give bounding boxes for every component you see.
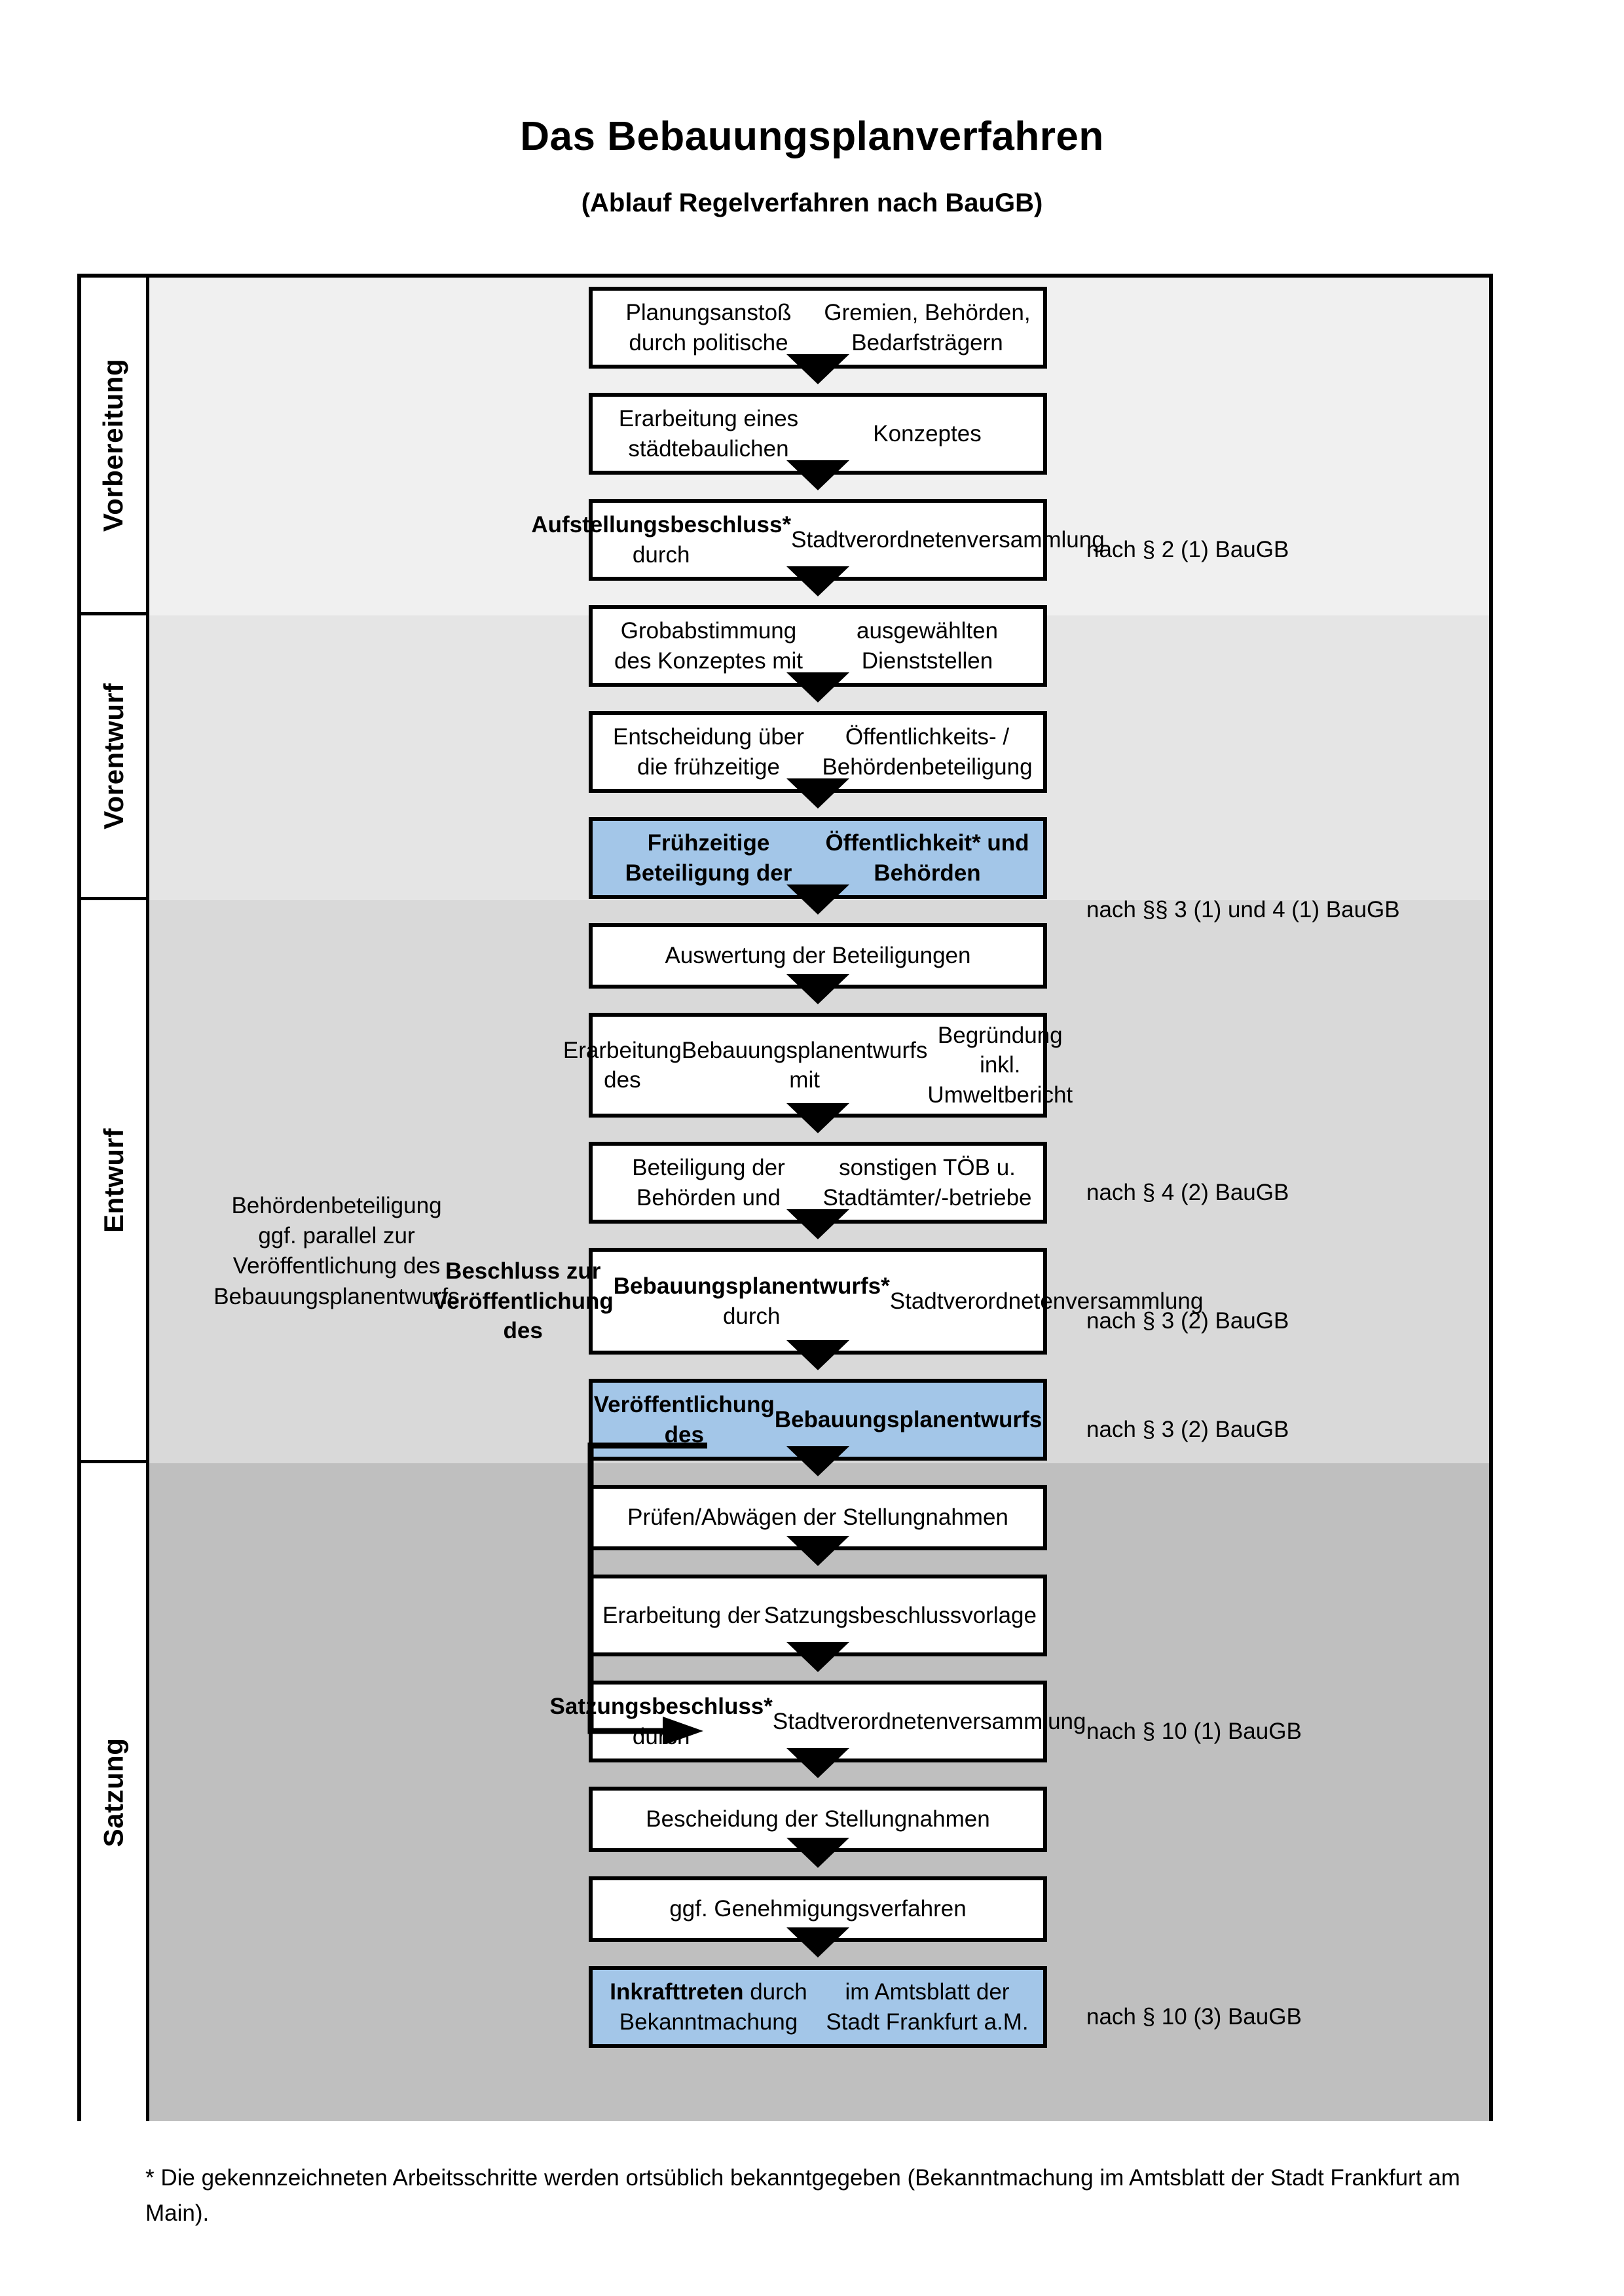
flow-arrow-down	[786, 1838, 849, 1868]
side-note-line: ggf. parallel zur	[258, 1223, 415, 1249]
process-box-line: Erarbeitung eines städtebaulichen	[618, 406, 799, 462]
side-note-line: Bebauungsplanentwurfs	[213, 1283, 460, 1309]
process-box-line: Bebauungsplanentwurfs mit	[681, 1037, 928, 1093]
process-box-line: Stadtverordnetenversammlung	[772, 1708, 1086, 1734]
page-subtitle: (Ablauf Regelverfahren nach BauGB)	[581, 189, 1043, 217]
process-box-line: Auswertung der Beteiligungen	[665, 943, 971, 969]
legal-reference: nach § 3 (2) BauGB	[1086, 1308, 1289, 1334]
flow-arrow-down	[786, 354, 849, 384]
phase-label-text: Satzung	[98, 1738, 129, 1847]
process-box-line: Erarbeitung der	[602, 1602, 761, 1628]
process-box-line: im Amtsblatt der Stadt Frankfurt a.M.	[826, 1979, 1029, 2035]
process-box-line: Begründung inkl. Umweltbericht	[927, 1022, 1073, 1108]
flow-arrow-down	[786, 1209, 849, 1239]
page-title: Das Bebauungsplanverfahren	[520, 114, 1104, 159]
process-box-line: Bescheidung der Stellungnahmen	[646, 1806, 990, 1832]
title-block: Das Bebauungsplanverfahren (Ablauf Regel…	[0, 0, 1624, 217]
side-note-line: Behördenbeteiligung	[231, 1193, 442, 1218]
process-box-line: Öffentlichkeit* und Behörden	[825, 830, 1029, 886]
phase-label-text: Vorbereitung	[98, 358, 129, 532]
process-box-line: Frühzeitige Beteiligung der	[625, 830, 792, 886]
process-box-line: Beteiligung der Behörden und	[632, 1155, 785, 1211]
process-box-line: Veröffentlichung des	[593, 1392, 775, 1448]
legal-reference: nach § 10 (3) BauGB	[1086, 2004, 1302, 2030]
legal-reference: nach § 10 (1) BauGB	[1086, 1719, 1302, 1744]
flow-arrow-down	[786, 1340, 849, 1370]
legal-reference: nach §§ 3 (1) und 4 (1) BauGB	[1086, 897, 1400, 922]
legal-reference: nach § 2 (1) BauGB	[1086, 537, 1289, 562]
phase-label-text: Entwurf	[98, 1127, 129, 1233]
process-box-line: Satzungsbeschlussvorlage	[764, 1602, 1037, 1628]
side-note-line: Veröffentlichung des	[232, 1253, 441, 1279]
phase-label-satzung: Satzung	[81, 1463, 149, 2121]
process-box-line: Aufstellungsbeschluss* durch	[531, 512, 792, 568]
process-box-line: Bebauungsplanentwurfs	[774, 1406, 1043, 1432]
flow-arrow-down	[786, 884, 849, 915]
flow-arrow-down	[786, 1536, 849, 1566]
process-box-line: Stadtverordnetenversammlung	[791, 526, 1105, 553]
process-box-line: Entscheidung über die frühzeitige	[613, 724, 804, 780]
flow-arrow-down	[786, 460, 849, 490]
phase-label-entwurf: Entwurf	[81, 900, 149, 1463]
footnote-text: * Die gekennzeichneten Arbeitsschritte w…	[145, 2165, 1460, 2227]
process-box-line: Öffentlichkeits- / Behördenbeteiligung	[822, 724, 1033, 780]
flow-arrow-down	[786, 1446, 849, 1476]
flow-arrow-down	[786, 778, 849, 809]
process-box-line: Gremien, Behörden, Bedarfsträgern	[824, 300, 1031, 355]
flow-arrow-down	[786, 1642, 849, 1672]
process-box-line: Planungsanstoß durch politische	[625, 300, 792, 355]
phase-label-vorbereitung: Vorbereitung	[81, 278, 149, 615]
process-box-line: Inkrafttreten durch Bekanntmachung	[610, 1979, 807, 2035]
flow-arrow-down	[786, 1103, 849, 1133]
legal-reference: nach § 4 (2) BauGB	[1086, 1180, 1289, 1205]
process-box-inkrafttreten: Inkrafttreten durch Bekanntmachung im Amt…	[589, 1966, 1047, 2048]
process-box-line: Prüfen/Abwägen der Stellungnahmen	[627, 1504, 1008, 1531]
process-box-line: Grobabstimmung des Konzeptes mit	[614, 618, 803, 674]
process-box-line: Konzeptes	[873, 420, 982, 446]
process-box-line: Bebauungsplanentwurfs* durch	[613, 1273, 890, 1329]
process-box-line: Beschluss zur Veröffentlichung des	[432, 1258, 614, 1344]
process-box-line: Erarbeitung des	[563, 1037, 682, 1093]
phase-label-vorentwurf: Vorentwurf	[81, 615, 149, 900]
process-box-line: Stadtverordnetenversammlung	[889, 1288, 1204, 1314]
process-box-line: ggf. Genehmigungsverfahren	[669, 1896, 967, 1922]
flow-arrow-down	[786, 1927, 849, 1958]
flow-arrow-down	[786, 566, 849, 596]
process-box-line: sonstigen TÖB u. Stadtämter/-betriebe	[822, 1155, 1032, 1211]
process-box-line: ausgewählten Dienststellen	[857, 618, 998, 674]
flow-arrow-down	[786, 974, 849, 1004]
flow-arrow-down	[786, 1748, 849, 1778]
process-box-line: Satzungsbeschluss* durch	[549, 1694, 773, 1749]
phase-label-text: Vorentwurf	[98, 683, 129, 829]
legal-reference: nach § 3 (2) BauGB	[1086, 1417, 1289, 1442]
flow-arrow-down	[786, 672, 849, 702]
